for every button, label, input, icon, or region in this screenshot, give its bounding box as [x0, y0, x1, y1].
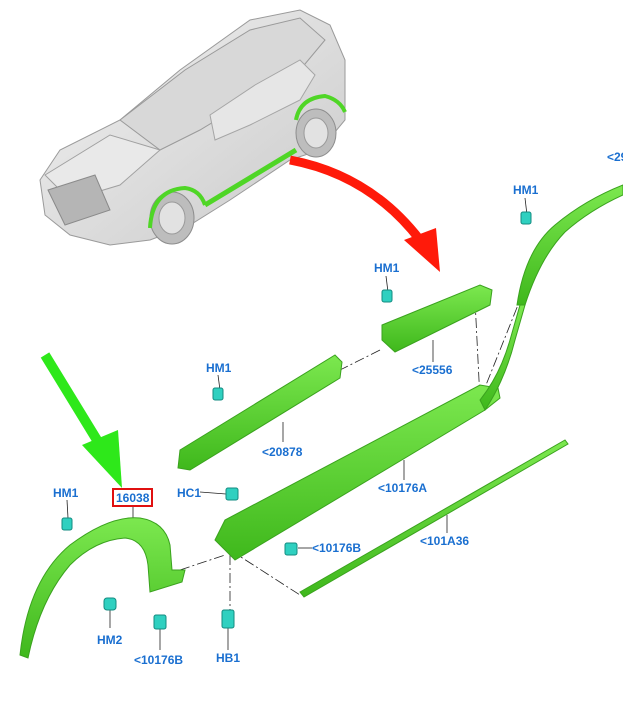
rocker-molding-upper-front[interactable] [177, 354, 343, 471]
clip-10176b-icon [153, 614, 167, 630]
clip-hm1-icon [520, 211, 532, 225]
rocker-panel-extension [479, 304, 526, 411]
label-hm2[interactable]: HM2 [97, 633, 123, 647]
label-part-25556[interactable]: <25556 [412, 363, 453, 377]
clip-hm1-icon [212, 387, 224, 401]
clip-hc1-icon [225, 487, 239, 501]
clip-10176b-icon [284, 542, 298, 556]
clip-hm1-icon [381, 289, 393, 303]
rocker-molding-upper-rear[interactable] [381, 284, 493, 353]
label-part-101a36[interactable]: <101A36 [420, 534, 469, 548]
clip-hb1-icon [221, 609, 235, 629]
label-part-10176b-left[interactable]: <10176B [134, 653, 183, 667]
wheel-arch-molding-rear[interactable] [516, 184, 623, 306]
label-hc1[interactable]: HC1 [177, 486, 201, 500]
fasteners [61, 211, 532, 630]
label-hb1[interactable]: HB1 [216, 651, 240, 665]
vehicle-illustration [39, 9, 347, 246]
label-part-10176b-right[interactable]: <10176B [312, 541, 361, 555]
clip-hm1-icon [61, 517, 73, 531]
label-part-16038[interactable]: 16038 [116, 491, 150, 505]
lower-trim-strip[interactable] [299, 439, 569, 598]
rocker-panel-molding[interactable] [214, 384, 501, 561]
label-hm1-left[interactable]: HM1 [206, 361, 232, 375]
green-arrow-icon [40, 352, 122, 488]
label-hm1-top-right[interactable]: HM1 [513, 183, 539, 197]
part-highlight-box [112, 488, 153, 507]
label-hm1-mid[interactable]: HM1 [374, 261, 400, 275]
clip-hm2-icon [103, 597, 117, 611]
red-arrow-icon [289, 155, 440, 272]
label-part-cut-top-right[interactable]: <29 [607, 150, 623, 164]
label-part-10176a[interactable]: <10176A [378, 481, 427, 495]
assembly-lines [179, 299, 521, 610]
wheel-arch-molding-front[interactable] [19, 517, 186, 659]
label-part-20878[interactable]: <20878 [262, 445, 303, 459]
label-hm1-far-left[interactable]: HM1 [53, 486, 79, 500]
